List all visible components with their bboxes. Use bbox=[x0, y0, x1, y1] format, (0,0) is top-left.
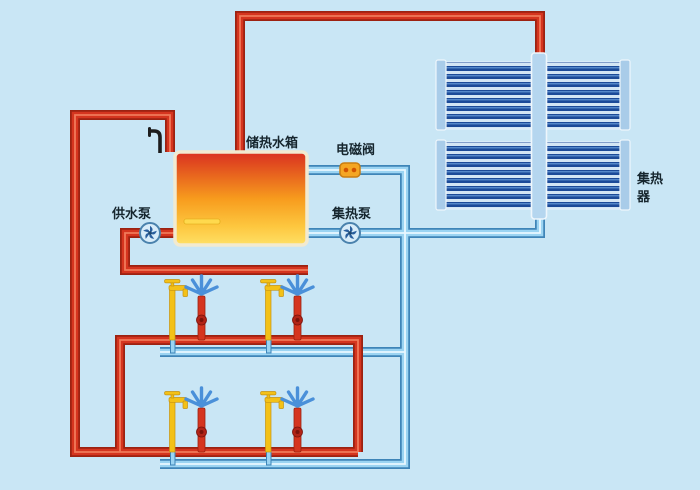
label-collector-pump: 集热泵 bbox=[331, 206, 371, 221]
label-collector-line1: 集热 bbox=[636, 171, 663, 186]
label-collector-line2: 器 bbox=[636, 189, 651, 204]
collector-manifold bbox=[530, 52, 548, 220]
collector-pump-icon bbox=[339, 222, 361, 244]
supply-pump-icon bbox=[139, 222, 161, 244]
solar-collector bbox=[435, 52, 631, 220]
label-storage-tank: 储热水箱 bbox=[245, 135, 298, 150]
solenoid-valve-icon bbox=[339, 162, 361, 178]
storage-tank bbox=[173, 150, 309, 247]
tank-heater-element bbox=[183, 218, 221, 225]
tank-vent-faucet-icon bbox=[148, 127, 162, 153]
label-solenoid-valve: 电磁阀 bbox=[336, 142, 375, 157]
label-supply-pump: 供水泵 bbox=[111, 206, 151, 221]
